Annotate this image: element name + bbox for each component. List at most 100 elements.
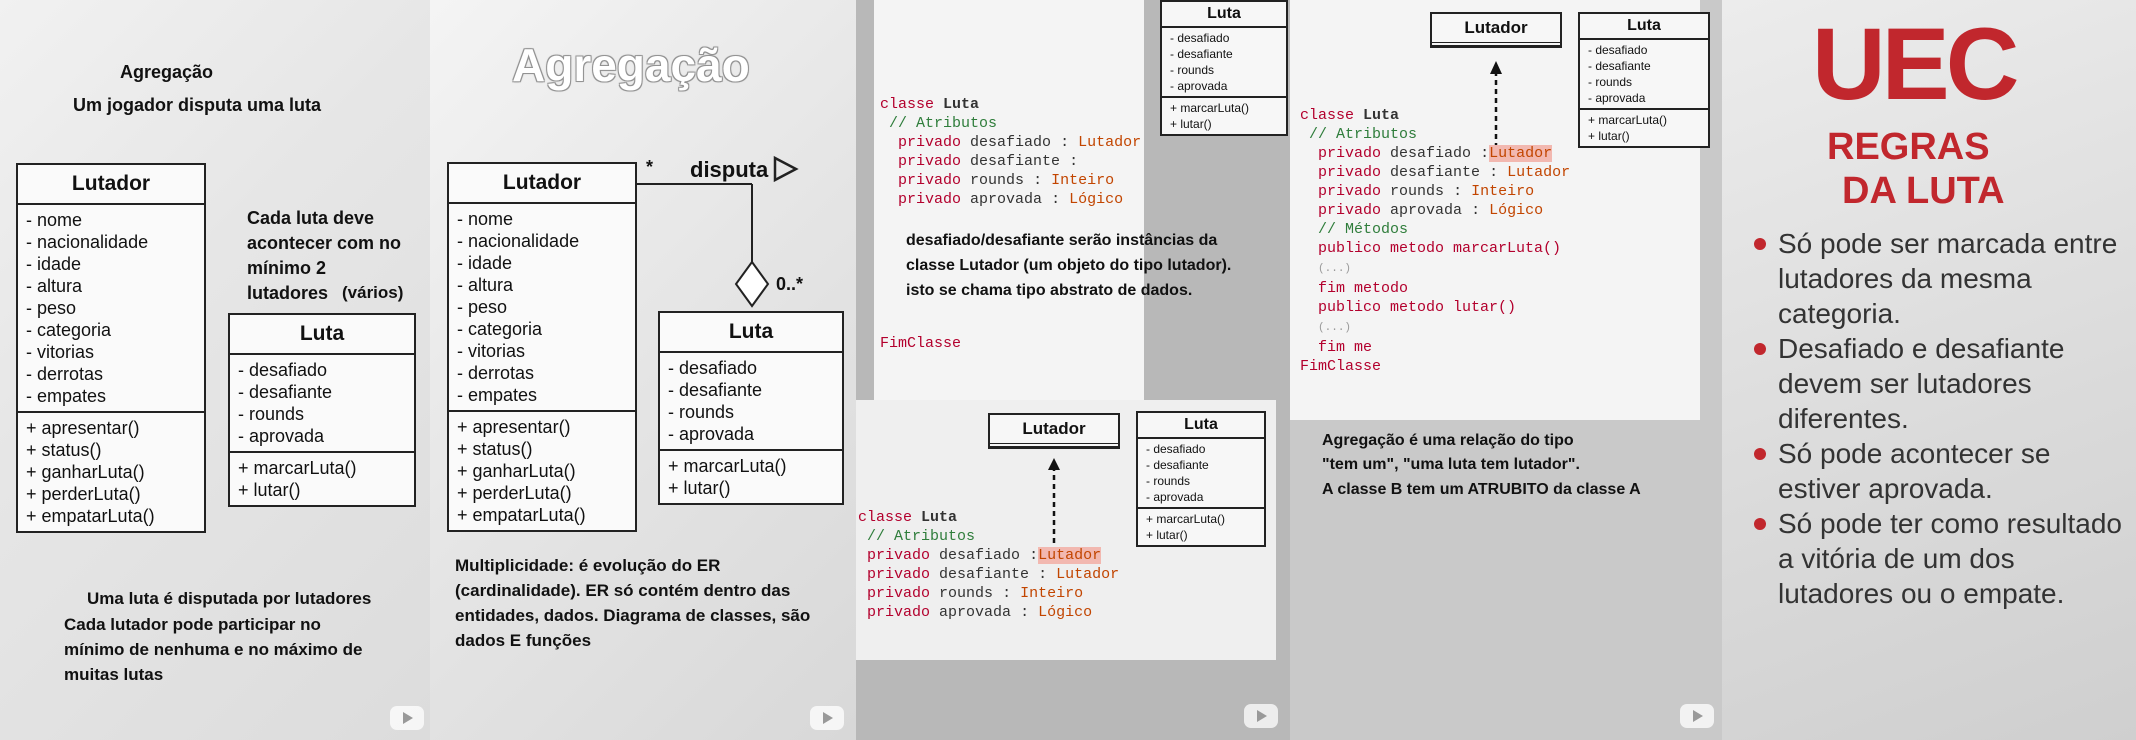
varios-note: (vários): [342, 283, 404, 302]
code-keyword: fim metodo: [1318, 280, 1409, 297]
play-icon[interactable]: [810, 706, 844, 730]
luta-class-box: Luta - desafiado - desafiante - rounds -…: [228, 313, 416, 507]
min-lutadores-note: Cada luta deve acontecer com no mínimo 2…: [247, 208, 402, 303]
play-icon[interactable]: [390, 706, 424, 730]
attributes-section: - desafiado - desafiante - rounds - apro…: [230, 355, 414, 453]
code-keyword: privado: [1318, 202, 1382, 219]
panel-code-luta: Luta - desafiado - desafiante - rounds -…: [856, 0, 1290, 740]
attribute: - aprovada: [238, 426, 325, 446]
direction-arrow-icon: [773, 155, 799, 183]
method: + ganharLuta(): [457, 461, 576, 481]
lutador-class-box: Lutador: [988, 413, 1120, 449]
attribute: - nacionalidade: [26, 232, 149, 252]
method: + apresentar(): [26, 418, 140, 438]
attribute: - rounds: [1146, 474, 1191, 488]
method: + marcarLuta(): [668, 456, 787, 476]
code-block-luta-2: classe Luta // Atributos privado desafia…: [858, 509, 1120, 621]
rule-item: Só pode ser marcada entre lutadores da m…: [1752, 226, 2127, 331]
method: + status(): [26, 440, 102, 460]
class-name: Luta: [1138, 413, 1264, 439]
bottom-note-1: Uma luta é disputada por lutadores: [87, 589, 372, 608]
attribute: - peso: [26, 298, 77, 318]
methods-section: + marcarLuta() + lutar(): [1138, 509, 1264, 545]
rules-heading-2: DA LUTA: [1842, 170, 2005, 212]
code-field: desafiado: [1390, 145, 1472, 162]
attribute: - empates: [26, 386, 107, 406]
multiplicity-right: 0..*: [776, 274, 804, 294]
attributes-section: - desafiado - desafiante - rounds - apro…: [1162, 28, 1286, 98]
uec-logo: UEC: [1812, 7, 2019, 121]
method: + ganharLuta(): [26, 462, 145, 482]
panel-agregacao-diagram: Agregação Lutador - nome - nacionalidade…: [430, 0, 856, 740]
code-field: aprovada: [1390, 202, 1463, 219]
attribute: - altura: [26, 276, 83, 296]
play-icon[interactable]: [1244, 704, 1278, 728]
panel-subtitle: Um jogador disputa uma luta: [73, 95, 322, 115]
lutador-class-box: Lutador - nome - nacionalidade - idade -…: [447, 162, 637, 532]
attribute: - rounds: [1170, 63, 1215, 77]
class-name: Luta: [1162, 2, 1286, 28]
panel-title: Agregação: [120, 62, 214, 82]
attribute: - desafiante: [1588, 59, 1651, 73]
method: + marcarLuta(): [1170, 101, 1250, 115]
attribute: - derrotas: [457, 363, 535, 383]
method: + perderLuta(): [26, 484, 141, 504]
panel-agregacao-notes: Agregação Um jogador disputa uma luta Lu…: [0, 0, 430, 740]
code-keyword: fim me: [1318, 339, 1373, 356]
arrow-head-icon: [1048, 458, 1060, 470]
lutador-class-box: Lutador: [1430, 12, 1562, 48]
code-type-highlighted: Lutador: [1489, 145, 1553, 162]
aggregation-note-2: "tem um", "uma luta tem lutador".: [1322, 456, 1580, 473]
attribute: - nome: [457, 209, 514, 229]
code-type: Lutador: [1056, 566, 1120, 583]
aggregation-note-1: Agregação é uma relação do tipo: [1322, 432, 1574, 449]
methods-section: + marcarLuta() + lutar(): [1580, 110, 1708, 146]
class-name: Luta: [230, 315, 414, 355]
method: + empatarLuta(): [26, 506, 155, 526]
attribute: - desafiado: [238, 360, 328, 380]
code-end-class: FimClasse: [880, 335, 962, 352]
code-keyword: privado: [898, 191, 962, 208]
attribute: - idade: [457, 253, 513, 273]
code-block-luta: classe Luta // Atributos privado desafia…: [880, 96, 1142, 208]
attribute: - categoria: [457, 319, 543, 339]
method: + apresentar(): [457, 417, 571, 437]
code-keyword: privado: [1318, 145, 1382, 162]
code-type: Lógico: [1489, 202, 1544, 219]
code-field: aprovada: [939, 604, 1012, 621]
rule-item: Desafiado e desafiante devem ser lutador…: [1752, 331, 2127, 436]
attribute: - rounds: [1588, 75, 1633, 89]
attributes-section: - desafiado - desafiante - rounds - apro…: [660, 353, 842, 451]
code-field: aprovada: [970, 191, 1043, 208]
rule-item: Só pode acontecer se estiver aprovada.: [1752, 436, 2127, 506]
code-type: Inteiro: [1471, 183, 1535, 200]
method: + lutar(): [668, 478, 731, 498]
arrow-head-icon: [1490, 61, 1502, 74]
attribute: - nome: [26, 210, 83, 230]
attribute: - desafiado: [1146, 442, 1206, 456]
attribute: - idade: [26, 254, 82, 274]
code-comment: // Atributos: [1309, 126, 1418, 143]
code-type: Inteiro: [1020, 585, 1084, 602]
code-field: desafiado: [939, 547, 1021, 564]
code-method-decl: publico metodo lutar(): [1318, 299, 1517, 316]
lutador-class-box: Lutador - nome - nacionalidade - idade -…: [16, 163, 206, 533]
attribute: - empates: [457, 385, 538, 405]
code-keyword: privado: [867, 566, 931, 583]
code-field: rounds: [970, 172, 1025, 189]
panel-title: Agregação: [512, 39, 750, 91]
method: + perderLuta(): [457, 483, 572, 503]
attribute: - desafiado: [1170, 31, 1230, 45]
attribute: - aprovada: [1170, 79, 1228, 93]
attribute: - aprovada: [1588, 91, 1646, 105]
code-keyword: privado: [898, 153, 962, 170]
code-type: Lógico: [1069, 191, 1124, 208]
attribute: - categoria: [26, 320, 112, 340]
paper-top: [874, 0, 1144, 400]
methods-section: + marcarLuta() + lutar(): [1162, 98, 1286, 134]
play-icon[interactable]: [1680, 704, 1714, 728]
bottom-note-2: Cada lutador pode participar no mínimo d…: [64, 615, 363, 684]
code-keyword: privado: [867, 604, 931, 621]
multiplicity-note: Multiplicidade: é evolução do ER (cardin…: [455, 556, 811, 650]
attribute: - aprovada: [1146, 490, 1204, 504]
